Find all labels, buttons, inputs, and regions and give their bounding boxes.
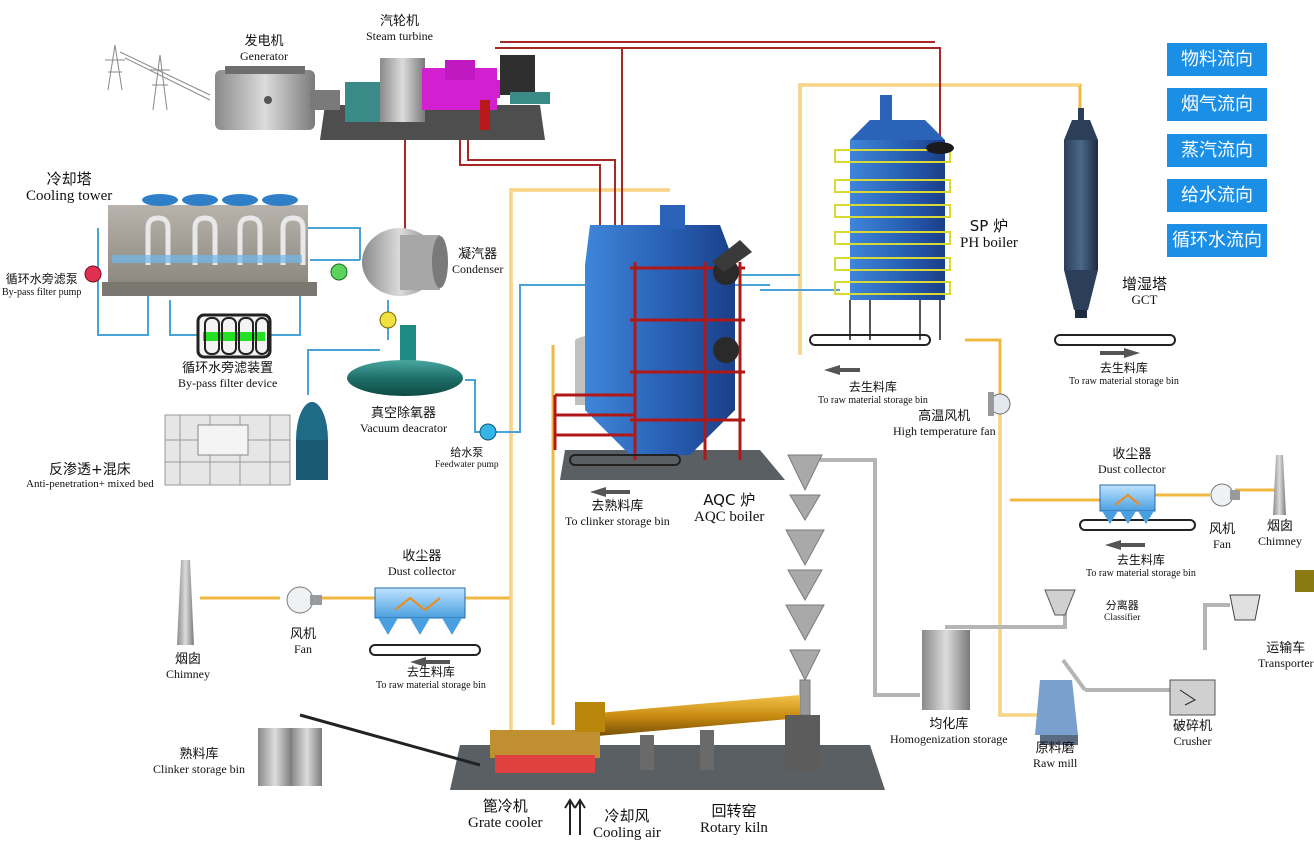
fan-right-illustration [1210,483,1240,507]
raw-mill-illustration [1035,680,1078,745]
grate-cooler-illustration [490,702,605,773]
legend-feedwater-flow: 给水流向 [1167,179,1267,212]
condensate-pump-icon [379,311,397,329]
fan-left-illustration [286,586,322,614]
crusher-illustration [1169,679,1216,716]
legend-material-flow: 物料流向 [1167,43,1267,76]
legend-steam-flow: 蒸汽流向 [1167,134,1267,167]
bypass-filter-pump-icon [84,265,102,283]
flue-pipes [820,458,1230,697]
power-towers-illustration [105,44,211,111]
anti-penetration-illustration [164,402,328,486]
feedwater-pump-icon [479,423,497,441]
generator-illustration [215,66,340,130]
aqc-boiler-illustration [553,205,752,460]
vacuum-deaerator-illustration [347,325,463,396]
cooling-air-arrows [564,798,586,835]
legend-flue-gas-flow: 烟气流向 [1167,88,1267,121]
rotary-kiln-illustration [575,695,820,770]
condenser-illustration [362,228,448,296]
material-flow-arrows [410,348,1145,667]
dust-collector-right-illustration [1099,484,1156,524]
clinker-storage-illustration [258,713,481,786]
legend-circulating-water-flow: 循环水流向 [1167,224,1267,257]
ht-fan-illustration [988,392,1011,416]
ph-boiler-illustration [834,95,954,340]
preheater-cyclones [785,454,825,716]
circulating-pump-icon [330,263,348,281]
conveyors [369,334,1196,656]
steam-turbine-illustration [345,55,550,130]
material-pipes-inner [510,84,1080,730]
bypass-filter-device-illustration [196,313,272,359]
transporter-illustration [1229,570,1314,621]
chimney-left-illustration [177,560,194,645]
cooling-tower-illustration [102,194,317,296]
classifier-illustration [1044,589,1076,616]
dust-collector-left-illustration [374,587,466,635]
homogenization-illustration [922,630,970,710]
gct-illustration [1064,108,1098,318]
chimney-right-illustration [1273,455,1286,515]
